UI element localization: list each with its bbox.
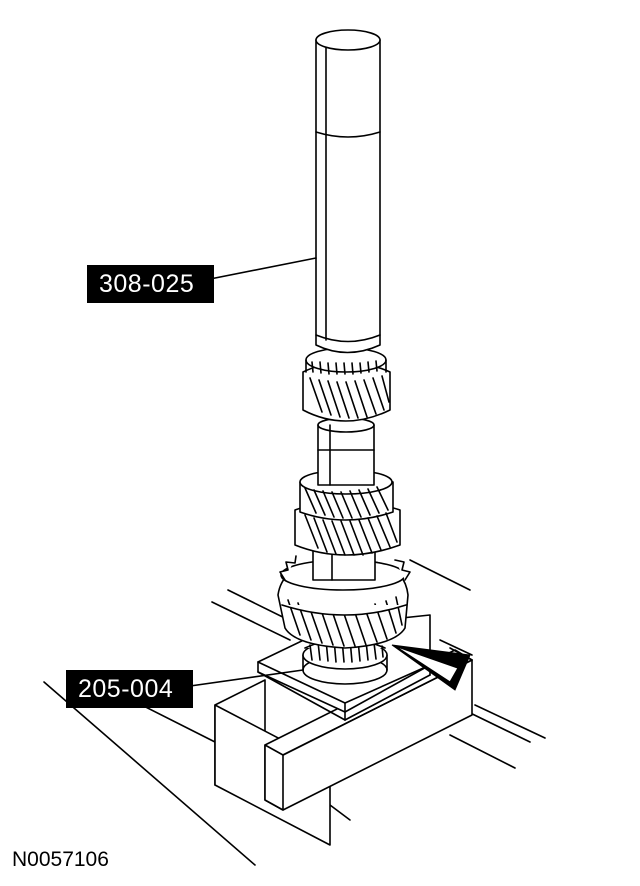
callout-label-tool-205-004: 205-004 <box>66 670 193 708</box>
figure-reference-number: N0057106 <box>12 848 109 871</box>
shaft-middle-section <box>317 417 375 486</box>
press-direction-arrow <box>391 644 471 691</box>
tool-308-025-press-tube <box>315 29 381 354</box>
callout-label-tool-308-025: 308-025 <box>87 265 214 303</box>
upper-helical-gear <box>302 347 391 422</box>
